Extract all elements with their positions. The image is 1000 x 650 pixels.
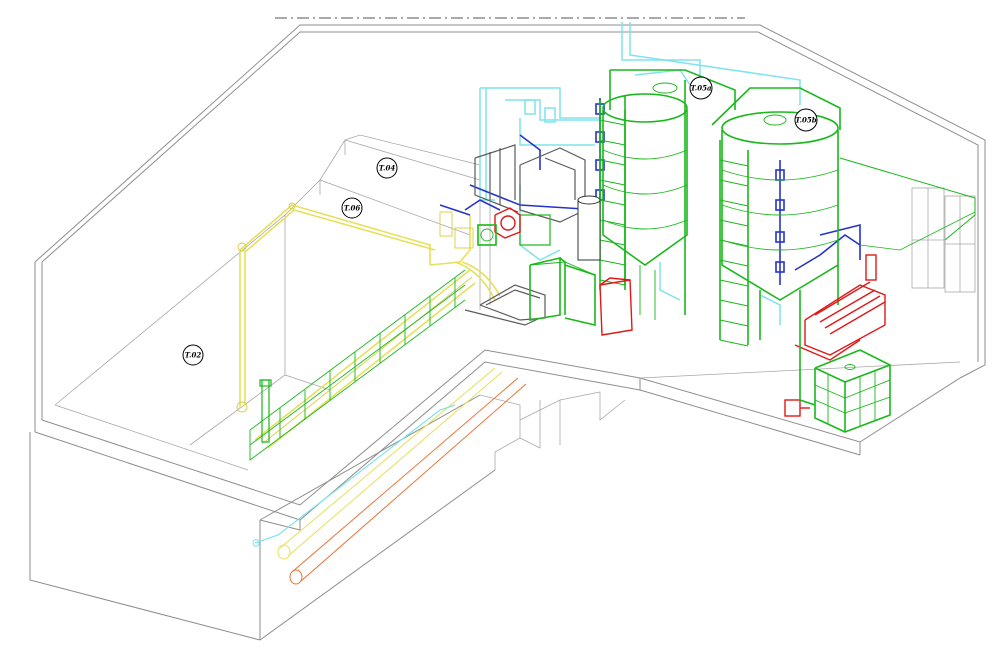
basement-pipes (252, 367, 527, 585)
label-t02: T.02 (182, 344, 204, 366)
pump-red-left (494, 207, 521, 239)
silo-t05b (711, 87, 841, 347)
label-t05a: T.05a (689, 76, 713, 100)
label-t06-text: T.06 (344, 204, 361, 213)
ibc-tank (799, 345, 891, 433)
control-panels (529, 195, 633, 336)
pump-red-right (784, 399, 810, 417)
label-t05a-text: T.05a (690, 84, 711, 93)
label-t04-text: T.04 (379, 164, 396, 173)
label-t04: T.04 (376, 157, 398, 179)
walkway-railing (249, 269, 466, 461)
label-t05b-text: T.05b (795, 116, 816, 125)
label-t05b: T.05b (794, 108, 818, 132)
green-line-wall (839, 157, 976, 241)
filter-press (794, 254, 886, 361)
platform-frame (464, 144, 586, 326)
pump-green-left (477, 224, 497, 246)
label-t06: T.06 (341, 197, 363, 219)
silo-t05a (599, 69, 736, 320)
label-t02-text: T.02 (185, 351, 202, 360)
yellow-piping (236, 202, 501, 449)
building-structure (29, 24, 986, 641)
